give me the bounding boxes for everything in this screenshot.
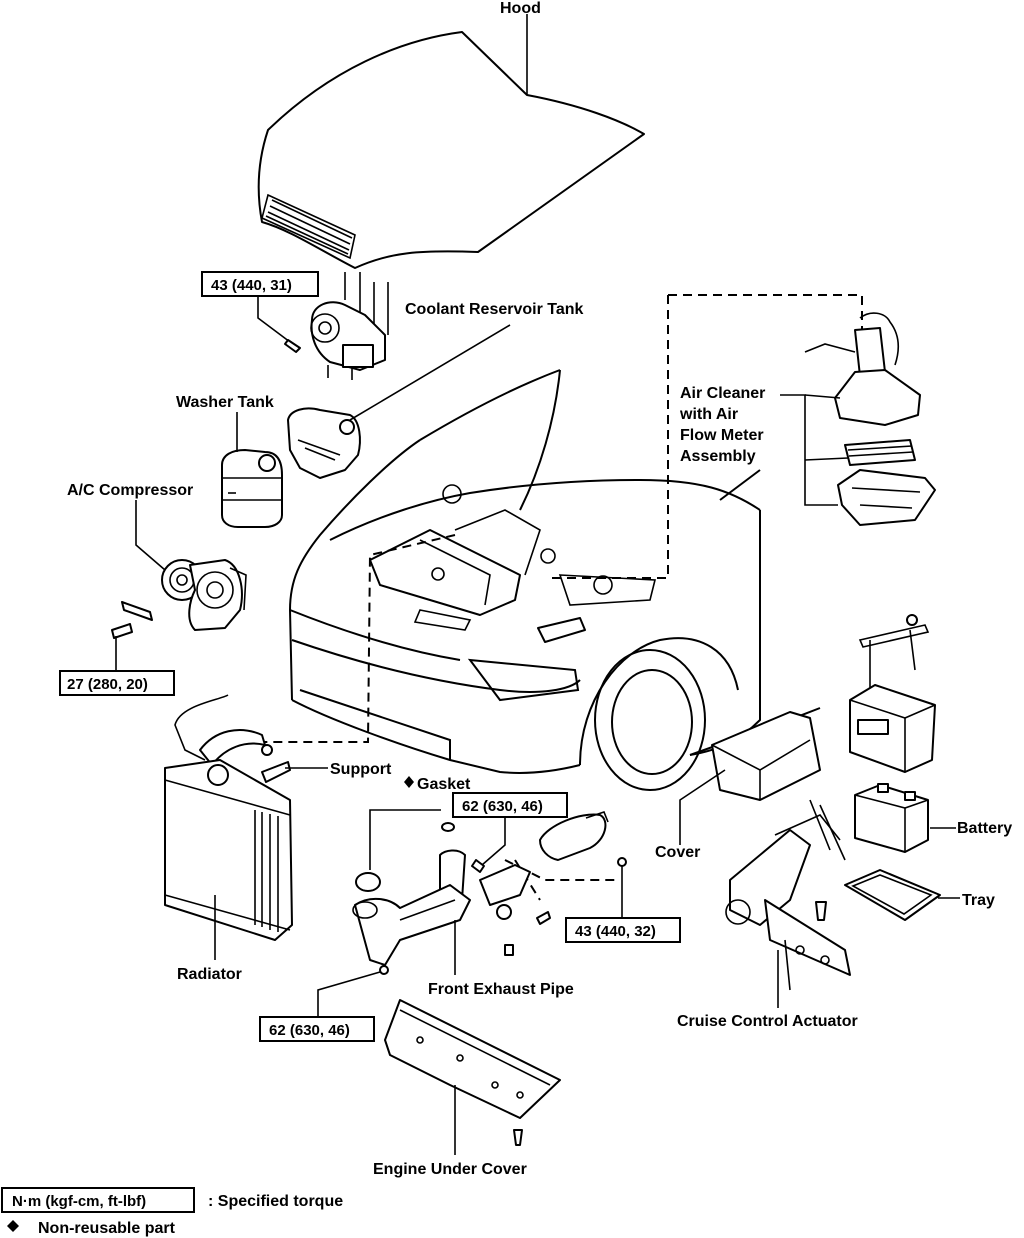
legend-non-reusable: Non-reusable part <box>38 1220 176 1237</box>
cruise-control-actuator-part <box>725 799 851 991</box>
support-dash <box>255 534 456 743</box>
battery-box-part <box>849 684 936 773</box>
cruise-control-actuator-label: Cruise Control Actuator <box>677 1013 858 1030</box>
air-cleaner-label-2: with Air <box>679 406 738 423</box>
torque-value-exhaust-bracket: 62 (630, 46) <box>269 1022 350 1039</box>
coolant-leader <box>349 324 511 421</box>
battery-clamp-part <box>858 614 930 690</box>
washer-tank-label: Washer Tank <box>176 394 274 411</box>
air-cleaner-label-4: Assembly <box>680 448 756 465</box>
air-cleaner-dash-down <box>550 295 669 579</box>
air-cleaner-dash-top <box>668 294 863 330</box>
engine-under-cover-label: Engine Under Cover <box>373 1161 527 1178</box>
hood-latch-part <box>310 272 389 380</box>
torque-box-exhaust-bracket <box>259 1016 375 1042</box>
torque-box-ac-compressor <box>59 670 175 696</box>
radiator-label: Radiator <box>177 966 242 983</box>
cover-label: Cover <box>655 844 700 861</box>
non-reusable-diamond-icon <box>404 776 414 788</box>
torque-value-exhaust-manifold: 62 (630, 46) <box>462 798 543 815</box>
gasket-label: Gasket <box>417 776 471 793</box>
ac-compressor-label: A/C Compressor <box>67 482 193 499</box>
torque-box-exhaust-manifold <box>452 792 568 818</box>
torque-box-exhaust-joint <box>565 917 681 943</box>
battery-tray-part <box>844 869 941 921</box>
gasket-part <box>355 872 381 892</box>
air-cleaner-leader <box>780 394 838 506</box>
legend: N·m (kgf-cm, ft-lbf) : Specified torque … <box>1 1187 343 1237</box>
ac-compressor-part <box>161 559 247 631</box>
torque-box-hood-latch <box>201 271 319 297</box>
bolt-icon <box>284 339 301 353</box>
legend-specified-torque: : Specified torque <box>208 1193 343 1210</box>
legend-unit-box <box>1 1187 195 1213</box>
torque-value-exhaust-joint: 43 (440, 32) <box>575 923 656 940</box>
gasket-small-part <box>441 822 455 832</box>
cover-leader <box>679 769 726 845</box>
coolant-reservoir-tank-part <box>287 407 361 479</box>
legend-unit-label: N·m (kgf-cm, ft-lbf) <box>12 1193 146 1210</box>
ac-bracket-bolts <box>111 601 153 639</box>
air-cleaner-label-1: Air Cleaner <box>680 385 765 402</box>
tray-label: Tray <box>962 892 995 909</box>
ac-compressor-leader <box>135 500 166 571</box>
battery-part <box>854 783 929 853</box>
gasket-leader <box>369 809 441 870</box>
torque-value-ac-compressor: 27 (280, 20) <box>67 676 148 693</box>
air-cleaner-part <box>804 312 936 526</box>
support-part <box>261 744 291 783</box>
car-body-outline <box>288 369 821 791</box>
coolant-reservoir-tank-label: Coolant Reservoir Tank <box>405 301 584 318</box>
legend-diamond-icon <box>7 1220 19 1232</box>
cover-part <box>711 711 821 801</box>
hood-part <box>257 31 645 269</box>
support-label: Support <box>330 761 392 778</box>
torque-value-hood-latch: 43 (440, 31) <box>211 277 292 294</box>
engine-under-cover-part <box>384 999 561 1146</box>
hood-label: Hood <box>500 0 541 17</box>
front-exhaust-pipe-part <box>352 811 627 966</box>
washer-tank-part <box>221 449 283 528</box>
air-cleaner-label-3: Flow Meter <box>680 427 764 444</box>
radiator-part <box>164 694 293 941</box>
front-exhaust-pipe-label: Front Exhaust Pipe <box>428 981 574 998</box>
battery-label: Battery <box>957 820 1012 837</box>
exhaust-dash-a <box>504 859 620 881</box>
